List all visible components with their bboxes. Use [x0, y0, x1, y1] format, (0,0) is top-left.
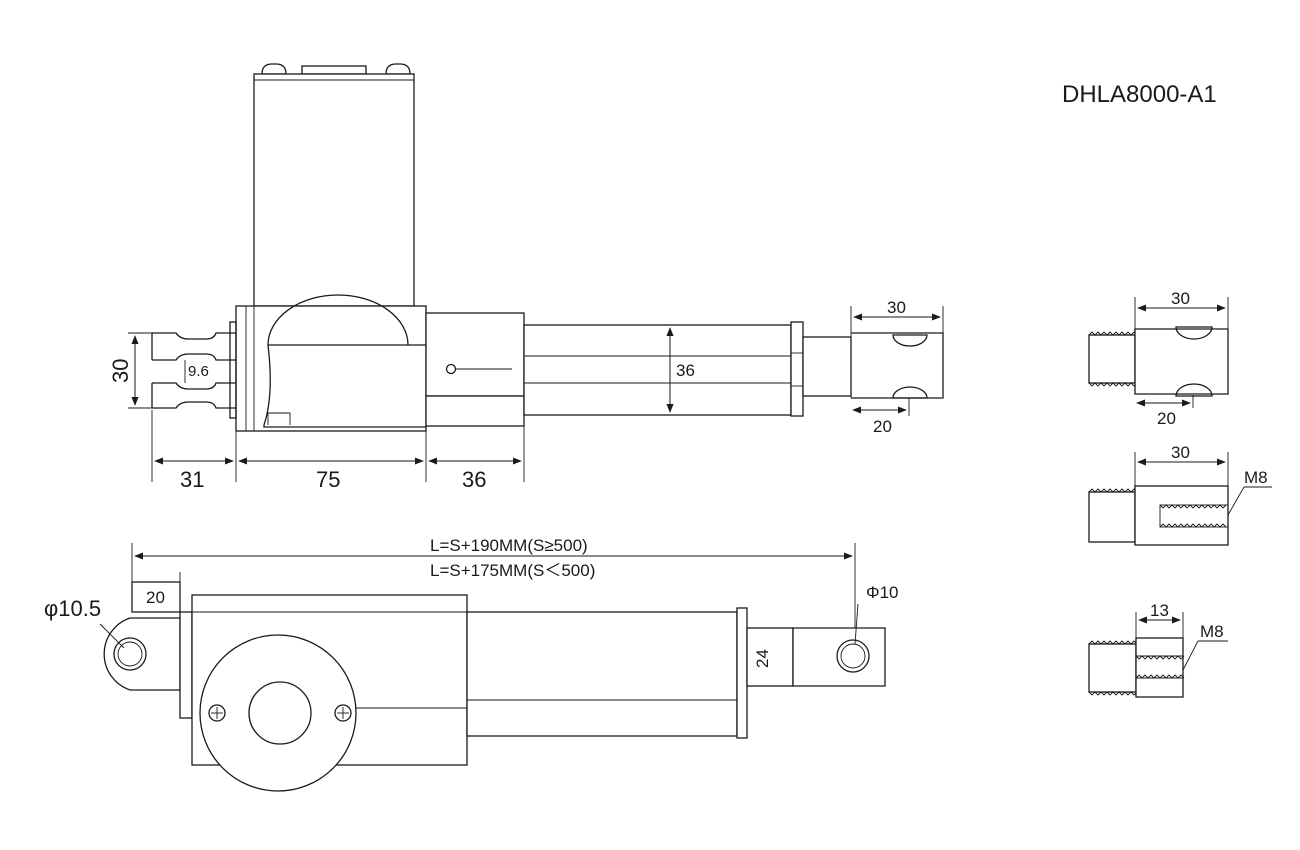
tube-dim-label: 36 [676, 361, 695, 380]
outer-tube [425, 312, 804, 427]
opt2-thread-label: M8 [1244, 468, 1268, 487]
option-threaded-stud: 13 M8 [1088, 601, 1228, 698]
len-75-label: 75 [316, 467, 340, 492]
dim-height-30: 30 [108, 332, 152, 409]
gearbox-body [235, 294, 427, 432]
opt3-width-label: 13 [1150, 601, 1169, 620]
len-36-label: 36 [462, 467, 486, 492]
length-formula-2: L=S+175MM(S＜500) [430, 561, 595, 580]
motor-housing [253, 63, 415, 307]
screw-icon [334, 704, 352, 722]
clevis-hole-label: 20 [873, 417, 892, 436]
dim-tube-36: 36 [666, 327, 695, 413]
side-view: 30 9.6 36 31 75 36 30 [108, 63, 944, 492]
dim-lengths: 31 75 36 [151, 410, 525, 492]
rod-width-label: 24 [753, 649, 772, 668]
screw-icon [208, 704, 226, 722]
opt1-width-label: 30 [1171, 289, 1190, 308]
option-threaded-block: 30 M8 [1088, 443, 1272, 546]
dim-height-label: 30 [108, 359, 133, 383]
length-formula-1: L=S+190MM(S≥500) [430, 536, 588, 555]
rear-hole-label: φ10.5 [44, 596, 101, 621]
rear-eye: φ10.5 20 [44, 572, 181, 691]
top-view: L=S+190MM(S≥500) L=S+175MM(S＜500) φ10.5 … [44, 536, 898, 792]
opt3-thread-label: M8 [1200, 622, 1224, 641]
opt2-width-label: 30 [1171, 443, 1190, 462]
len-31-label: 31 [180, 467, 204, 492]
opt1-hole-label: 20 [1157, 409, 1176, 428]
front-rod-end [802, 332, 944, 399]
dim-clevis: 30 20 [850, 298, 944, 436]
front-eye: 24 Φ10 [746, 583, 898, 687]
pin-dim-label: 9.6 [188, 363, 209, 380]
option-clevis: 30 20 [1088, 289, 1229, 428]
model-title: DHLA8000-A1 [1062, 81, 1217, 108]
front-hole-label: Φ10 [866, 583, 898, 602]
rear-offset-label: 20 [146, 588, 165, 607]
top-body [179, 594, 748, 792]
clevis-width-label: 30 [887, 298, 906, 317]
rear-clevis [151, 321, 237, 419]
